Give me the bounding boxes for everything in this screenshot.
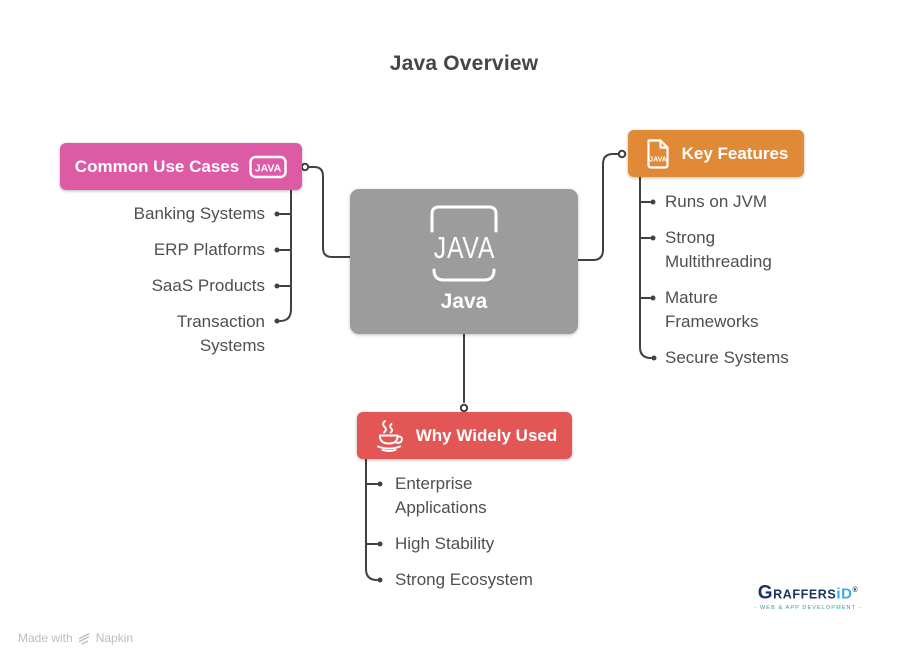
connector-port [300,162,310,172]
connector-java-to-features [577,153,619,261]
graffersid-logo: GRAFFERSiD® - WEB & APP DEVELOPMENT - [752,581,864,612]
branch-label-why-widely-used: Why Widely Used [415,425,558,445]
branch-header-why-widely-used: Why Widely Used [357,412,572,459]
connector-port [459,403,469,413]
coffee-cup-icon [376,419,403,452]
made-with-label: Made with [18,631,73,645]
branch-header-key-features: JAVA Key Features [628,130,804,177]
list-item-secure-systems: Secure Systems [665,348,789,367]
branch-label-common-use-cases: Common Use Cases [74,156,240,176]
list-item-strong-multithreading: Strong Multithreading [665,228,772,271]
java-logo-text: JAVA [434,230,496,264]
list-item-saas-products: SaaS Products [151,276,265,295]
branch-label-key-features: Key Features [681,143,789,163]
napkin-label: Napkin [95,631,134,645]
made-with-napkin: Made with Napkin [18,631,133,645]
brand-rest: RAFFERS [773,587,837,602]
java-badge-text: JAVA [255,162,282,174]
graffersid-wordmark: GRAFFERSiD® [752,581,864,604]
list-item-strong-ecosystem: Strong Ecosystem [395,570,533,589]
spine-why [365,458,378,581]
spine-usecases [279,189,292,322]
list-item-enterprise-applications: Enterprise Applications [395,474,487,517]
page-title: Java Overview [389,52,539,75]
node-java: JAVA Java [350,189,578,334]
java-logo-icon: JAVA [430,205,498,282]
brand-registered-mark: ® [852,587,859,594]
branch-header-common-use-cases: Common Use Cases JAVA [60,143,302,190]
brand-letter-g: G [757,582,774,604]
napkin-icon [78,632,89,645]
node-java-label: Java [440,290,488,313]
list-item-runs-on-jvm: Runs on JVM [665,192,768,211]
java-file-text: JAVA [649,156,667,163]
list-item-mature-frameworks: Mature Frameworks [665,288,759,331]
spine-features [639,176,652,359]
list-item-erp-platforms: ERP Platforms [153,240,265,259]
java-badge-icon: JAVA [249,155,287,178]
connector-usecases-to-java [308,166,351,258]
brand-accent: iD [836,585,853,603]
connector-port [617,149,627,159]
java-file-icon: JAVA [647,138,669,169]
list-item-banking-systems: Banking Systems [133,204,265,223]
list-item-high-stability: High Stability [395,534,495,553]
brand-tagline: - WEB & APP DEVELOPMENT - [754,605,862,612]
list-item-transaction-systems: Transaction Systems [176,312,265,355]
